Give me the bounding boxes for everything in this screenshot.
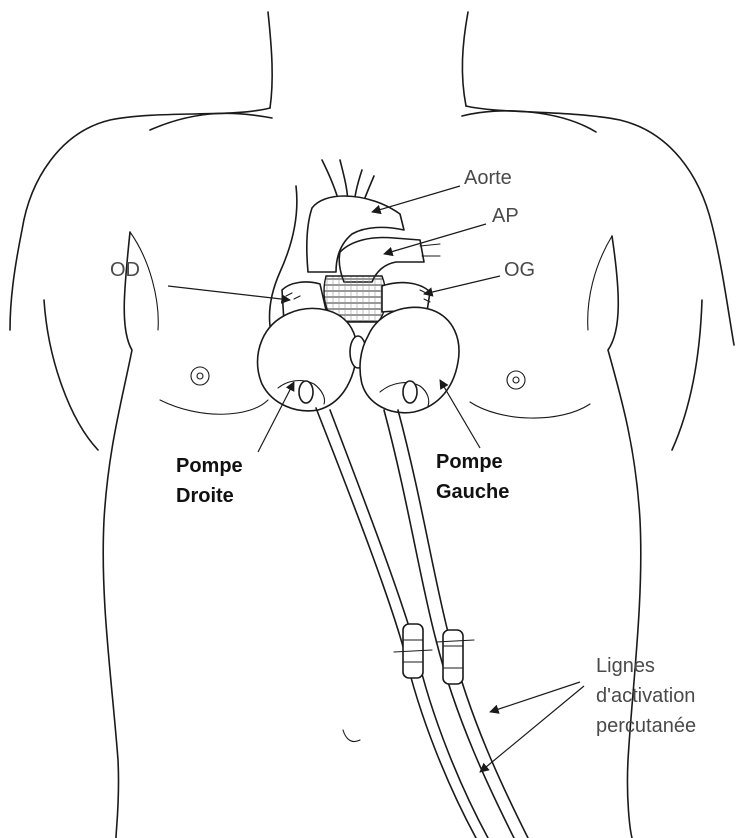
label-pompe-droite-1: Pompe [176,455,243,477]
right-nipple-center [513,377,519,383]
right-side [608,236,641,838]
arrow-pompe-gauche [440,380,480,448]
label-od: OD [110,259,140,281]
label-pompe-gauche-2: Gauche [436,481,509,503]
left-pectoral [160,400,268,414]
label-lignes-3: percutanée [596,715,696,737]
left-nipple [191,367,209,385]
right-nipple [507,371,525,389]
left-nipple-center [197,373,203,379]
label-lignes-2: d'activation [596,685,695,707]
left-shoulder [10,108,270,330]
arrow-lignes-1 [490,682,580,712]
left-arm-inner [44,300,98,450]
neck-left [268,12,272,108]
left-side [103,232,132,838]
arrow-lignes-2 [480,686,584,772]
right-pectoral [470,402,590,418]
drive-line-left-outer [384,410,514,838]
label-lignes-1: Lignes [596,655,655,677]
left-pump-cannula [403,381,417,403]
left-armpit-fold [130,232,158,330]
arrow-od [168,286,290,300]
right-pump-cannula [299,381,313,403]
navel [343,730,360,742]
label-og: OG [504,259,535,281]
label-pompe-gauche-1: Pompe [436,451,503,473]
connector-left [443,630,463,684]
neck-right [462,12,468,106]
label-pompe-droite-2: Droite [176,485,234,507]
right-armpit-fold [588,236,612,330]
label-ap: AP [492,205,519,227]
label-aorte: Aorte [464,167,512,189]
heart-assembly [258,160,459,413]
left-clavicle [150,113,272,130]
right-arm-inner [672,300,702,450]
arrow-og [424,276,500,294]
arrow-aorte [372,186,460,212]
